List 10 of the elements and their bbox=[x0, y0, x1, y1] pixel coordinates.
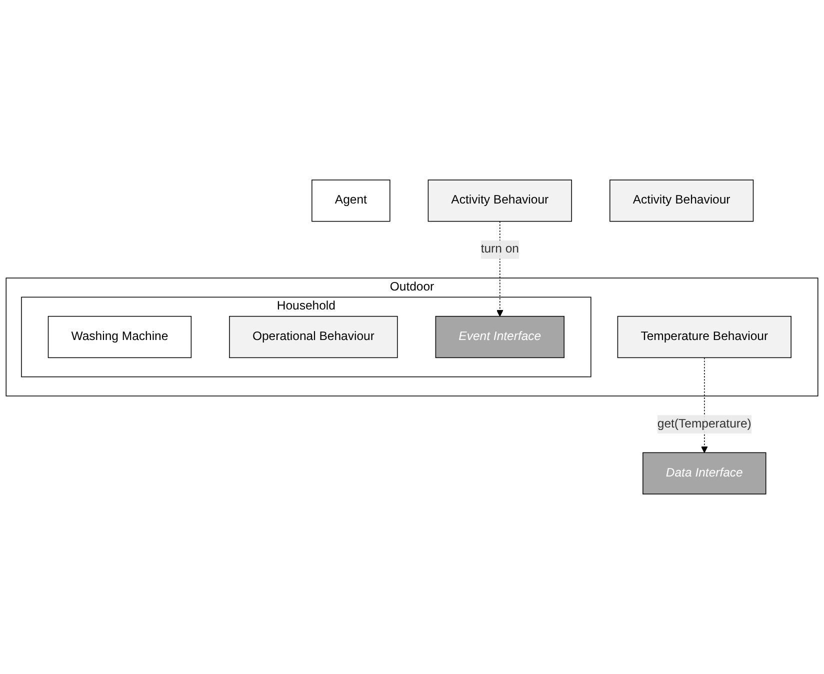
node-box: Event Interface bbox=[435, 316, 564, 358]
node-box: Agent bbox=[312, 180, 390, 222]
node-box: Activity Behaviour bbox=[428, 180, 572, 222]
node-box: Washing Machine bbox=[48, 316, 192, 358]
node-box: Operational Behaviour bbox=[229, 316, 398, 358]
node-box: Temperature Behaviour bbox=[617, 316, 792, 358]
edge-label: turn on bbox=[480, 242, 519, 256]
node-box: Data Interface bbox=[642, 452, 766, 494]
edge-label: get(Temperature) bbox=[657, 417, 752, 430]
node-box: Activity Behaviour bbox=[610, 180, 754, 222]
